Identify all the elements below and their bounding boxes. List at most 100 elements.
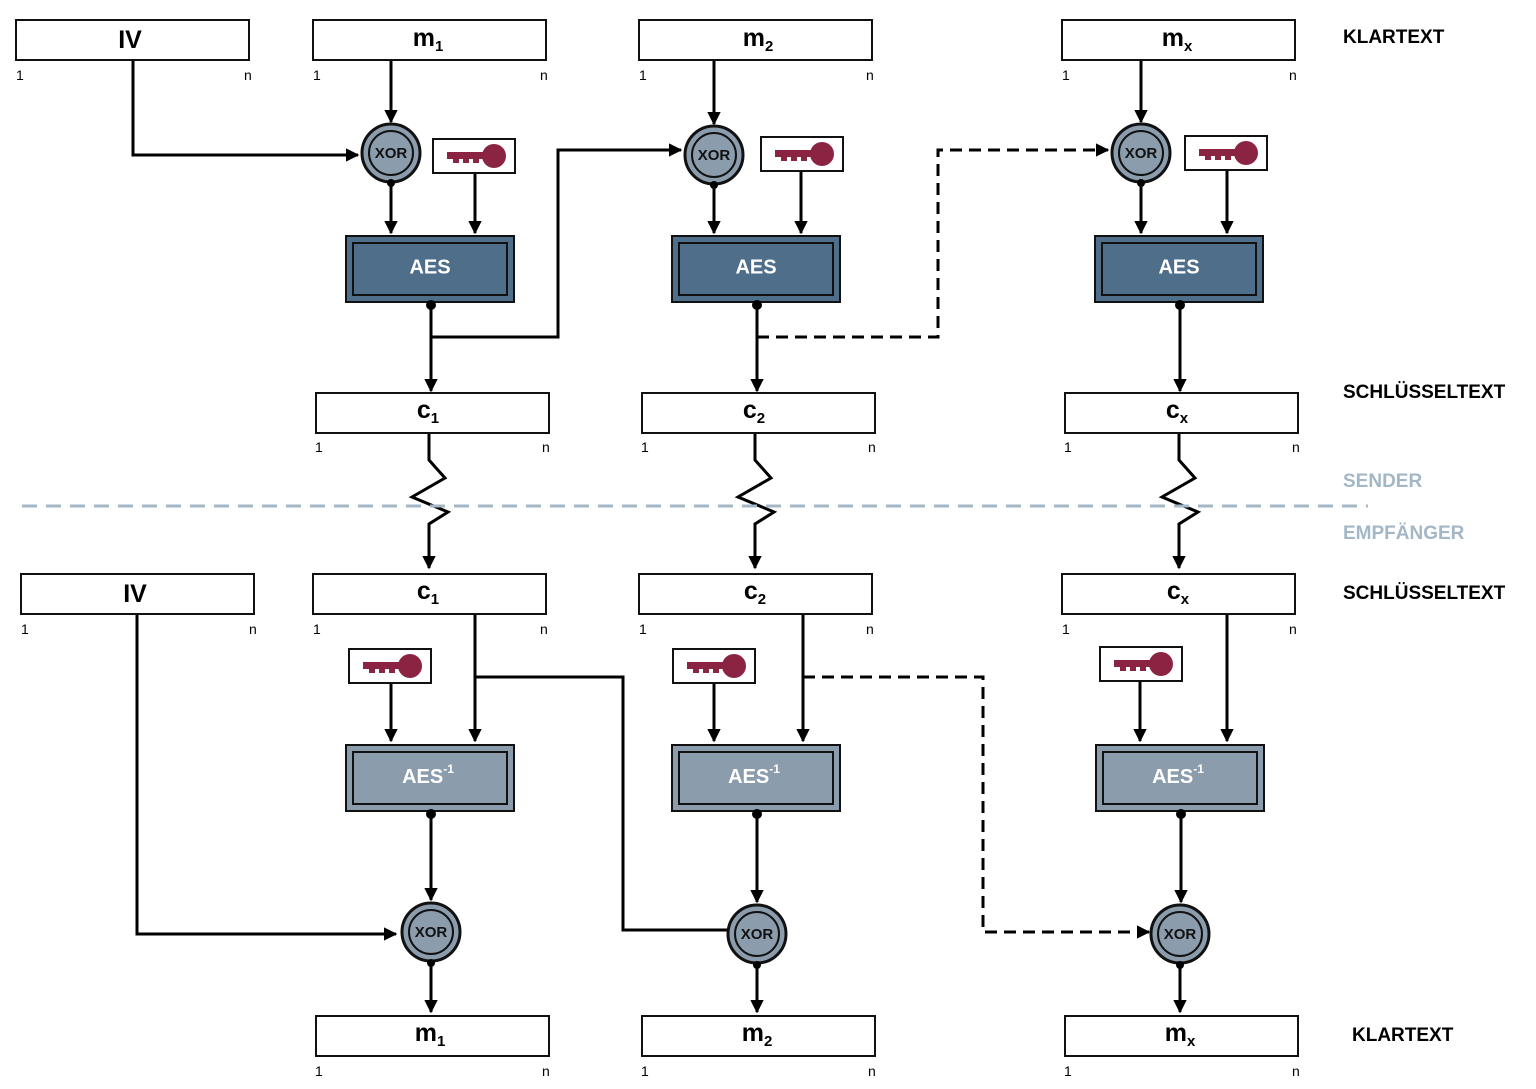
label-sender: SENDER (1343, 471, 1422, 492)
ciphertext-cx-block-sender: cx 1 n (1064, 392, 1300, 455)
connector-dot (1175, 300, 1185, 310)
connector-dot (427, 959, 435, 967)
svg-text:1: 1 (315, 439, 323, 455)
chain-c1-to-xor-2-line (431, 143, 683, 339)
svg-text:n: n (1292, 1063, 1300, 1079)
svg-text:n: n (868, 439, 876, 455)
connector-dot (1176, 809, 1186, 819)
svg-text:1: 1 (313, 67, 321, 83)
svg-text:XOR: XOR (415, 924, 448, 941)
ciphertext-c1-block-receiver: c1 1 n (312, 573, 548, 637)
svg-text:1: 1 (1064, 1063, 1072, 1079)
iv-to-xor-1-line (131, 60, 360, 162)
transmit-c1-line (408, 433, 452, 570)
svg-text:AES: AES (735, 256, 776, 278)
svg-text:1: 1 (313, 621, 321, 637)
key-icon (672, 648, 756, 684)
key-icon (348, 648, 432, 684)
transmit-cx-line (1158, 433, 1202, 570)
label-schluesseltext-top: SCHLÜSSELTEXT (1343, 382, 1506, 403)
key-icon (1099, 646, 1183, 682)
svg-text:1: 1 (1062, 67, 1070, 83)
xor-2: XOR (683, 124, 745, 186)
chain-c1-to-xor-r2-line (475, 675, 727, 932)
plaintext-m2-block: m2 1 n (638, 19, 874, 83)
svg-text:n: n (540, 621, 548, 637)
key-icon (1184, 135, 1268, 171)
svg-text:1: 1 (21, 621, 29, 637)
svg-text:n: n (866, 67, 874, 83)
svg-text:c2: c2 (743, 396, 765, 427)
svg-text:1: 1 (639, 67, 647, 83)
svg-text:AES: AES (1158, 256, 1199, 278)
svg-text:mx: mx (1162, 24, 1193, 55)
svg-text:m2: m2 (742, 1019, 773, 1050)
connector-dot (426, 809, 436, 819)
svg-text:n: n (868, 1063, 876, 1079)
svg-text:1: 1 (1064, 439, 1072, 455)
svg-text:XOR: XOR (698, 147, 731, 164)
xor-r2: XOR (726, 903, 788, 965)
svg-text:XOR: XOR (1164, 926, 1197, 943)
svg-text:n: n (1289, 67, 1297, 83)
plaintext-mx-block: mx 1 n (1061, 19, 1297, 83)
svg-text:1: 1 (315, 1063, 323, 1079)
svg-text:1: 1 (639, 621, 647, 637)
connector-dot (1137, 179, 1145, 187)
svg-text:AES-1: AES-1 (402, 762, 454, 788)
chain-c2-to-xor-x-line (757, 143, 1110, 339)
connector-dot (752, 300, 762, 310)
svg-text:n: n (866, 621, 874, 637)
svg-text:XOR: XOR (741, 926, 774, 943)
transmit-c2-line (734, 433, 778, 570)
svg-text:cx: cx (1167, 577, 1190, 608)
svg-text:AES: AES (409, 256, 450, 278)
aes-2: AES (671, 235, 841, 303)
connector-dot (1176, 961, 1184, 969)
connector-dot (752, 809, 762, 819)
key-icon (760, 136, 844, 172)
xor-1: XOR (360, 122, 422, 184)
connector-dot (387, 179, 395, 187)
svg-text:1: 1 (641, 1063, 649, 1079)
label-schluesseltext-bottom: SCHLÜSSELTEXT (1343, 583, 1506, 604)
connector-dot (426, 300, 436, 310)
xor-x: XOR (1110, 122, 1172, 184)
key-icon (432, 138, 516, 174)
connector-dot (753, 961, 761, 969)
svg-text:c2: c2 (744, 577, 766, 608)
svg-text:IV: IV (123, 580, 147, 608)
svg-text:m2: m2 (743, 24, 774, 55)
xor-r1: XOR (400, 901, 462, 963)
svg-text:n: n (542, 439, 550, 455)
svg-text:1: 1 (1062, 621, 1070, 637)
svg-text:n: n (1289, 621, 1297, 637)
svg-text:c1: c1 (417, 396, 439, 427)
xor-rx: XOR (1149, 903, 1211, 965)
svg-text:IV: IV (118, 26, 142, 54)
svg-text:n: n (540, 67, 548, 83)
svg-text:AES-1: AES-1 (728, 762, 780, 788)
ciphertext-cx-block-receiver: cx 1 n (1061, 573, 1297, 637)
iv-block-bottom: IV 1 n (20, 573, 257, 637)
chain-c2-to-xor-rx-line (803, 675, 1151, 939)
svg-text:1: 1 (641, 439, 649, 455)
iv-block-top: IV 1 n (15, 19, 252, 83)
svg-text:1: 1 (16, 67, 24, 83)
svg-text:XOR: XOR (1125, 145, 1158, 162)
iv-to-xor-r1-line (135, 614, 398, 941)
plaintext-mx-block-receiver: mx 1 n (1064, 1015, 1300, 1079)
aes-x: AES (1094, 235, 1264, 303)
svg-text:n: n (244, 67, 252, 83)
ciphertext-c2-block-receiver: c2 1 n (638, 573, 874, 637)
label-klartext-bottom: KLARTEXT (1352, 1025, 1454, 1046)
svg-text:n: n (249, 621, 257, 637)
svg-text:m1: m1 (413, 24, 444, 55)
aes-inv-2: AES-1 (671, 744, 841, 812)
svg-text:m1: m1 (415, 1019, 446, 1050)
label-klartext-top: KLARTEXT (1343, 27, 1445, 48)
plaintext-m2-block-receiver: m2 1 n (641, 1015, 876, 1079)
svg-text:c1: c1 (417, 577, 439, 608)
label-empfaenger: EMPFÄNGER (1343, 523, 1465, 544)
